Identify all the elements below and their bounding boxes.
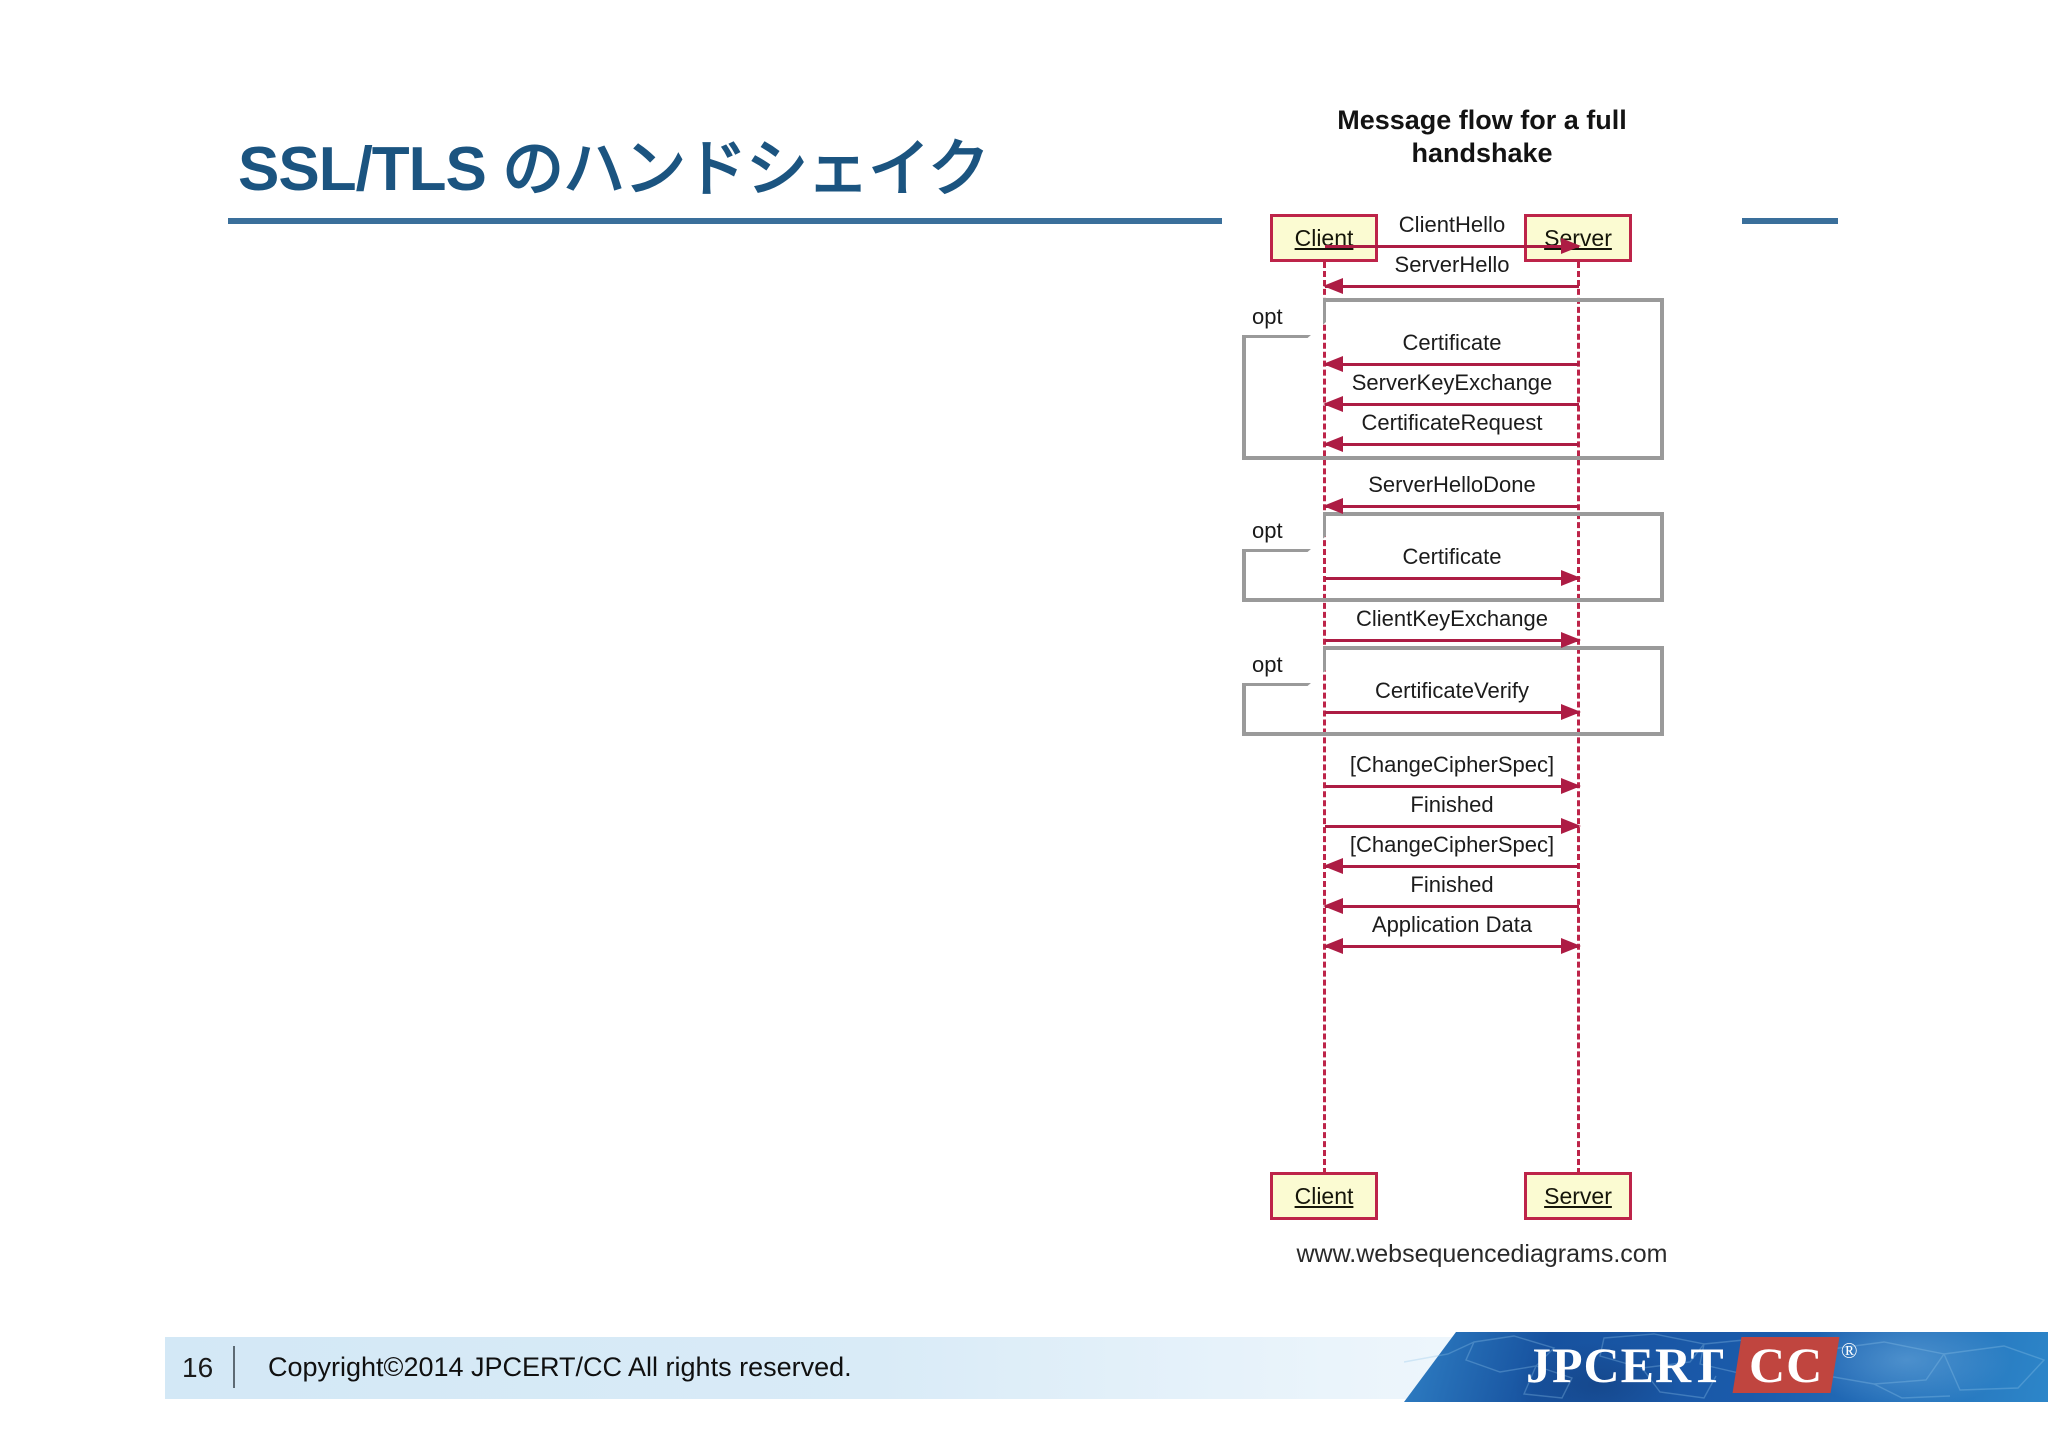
message-change-cipher-spec-server: [ChangeCipherSpec] [1323,832,1579,876]
jpcert-cc-logo: JPCERT CC ® [1404,1332,2048,1402]
message-label: ServerHello [1394,252,1510,277]
actor-server-bottom-label: Server [1544,1182,1612,1209]
page-number: 16 [182,1352,214,1383]
diagram-title: Message flow for a full handshake [1222,104,1742,170]
opt-fragment-2-tab: opt [1242,512,1326,552]
message-label: Application Data [1371,912,1533,937]
message-arrow [1325,238,1581,254]
message-finished-client: Finished [1325,792,1581,836]
message-application-data: Application Data [1323,912,1581,956]
message-label: [ChangeCipherSpec] [1349,752,1555,777]
footer-copyright: Copyright©2014 JPCERT/CC All rights rese… [268,1352,852,1382]
message-arrow [1323,498,1579,514]
message-label: ServerHelloDone [1368,472,1536,497]
message-arrow [1325,632,1581,648]
diagram-title-line-1: Message flow for a full [1337,105,1627,135]
actor-server-bottom: Server [1524,1172,1632,1220]
message-arrow [1325,818,1581,834]
message-client-hello: ClientHello [1325,212,1581,256]
actor-client-bottom-label: Client [1294,1182,1354,1209]
message-certificate-client: Certificate [1325,544,1581,588]
message-label: Certificate [1402,544,1502,569]
message-arrow [1323,898,1579,914]
message-label: CertificateRequest [1361,410,1543,435]
logo-wordmark: JPCERT CC ® [1526,1336,1858,1394]
logo-jpcert-text: JPCERT [1526,1337,1725,1393]
sequence-diagram: Message flow for a full handshake Client… [1222,100,1742,1310]
opt-fragment-2-label: opt [1252,517,1283,543]
opt-fragment-3-label: opt [1252,651,1283,677]
message-arrow [1325,778,1581,794]
message-finished-server: Finished [1323,872,1579,916]
registered-trademark-icon: ® [1840,1338,1858,1363]
message-server-hello: ServerHello [1323,252,1579,296]
title-underline-rule [228,218,1838,224]
opt-fragment-3-tab: opt [1242,646,1326,686]
message-arrow [1323,436,1579,452]
message-arrow [1323,278,1579,294]
message-arrow [1323,858,1579,874]
actor-client-top: Client [1270,214,1378,262]
actor-server-top: Server [1524,214,1632,262]
lifeline-client [1323,262,1326,1174]
diagram-source-credit: www.websequencediagrams.com [1296,1240,1668,1268]
message-client-key-exchange: ClientKeyExchange [1325,606,1581,650]
actor-client-bottom: Client [1270,1172,1378,1220]
message-label: ClientHello [1398,212,1506,237]
message-label: [ChangeCipherSpec] [1349,832,1555,857]
message-label: Finished [1410,872,1494,897]
message-arrow [1325,570,1581,586]
message-certificate-verify: CertificateVerify [1325,678,1581,722]
message-change-cipher-spec-client: [ChangeCipherSpec] [1325,752,1581,796]
logo-background [1404,1332,2048,1402]
message-server-hello-done: ServerHelloDone [1323,472,1579,516]
opt-fragment-1-tab: opt [1242,298,1326,338]
message-arrow [1325,704,1581,720]
message-server-key-exchange: ServerKeyExchange [1323,370,1579,414]
message-label: ServerKeyExchange [1351,370,1553,395]
opt-fragment-3: opt [1242,646,1664,736]
message-label: CertificateVerify [1374,678,1530,703]
message-arrow [1323,396,1579,412]
opt-fragment-2: opt [1242,512,1664,602]
message-certificate-request: CertificateRequest [1323,410,1579,454]
opt-fragment-1: opt [1242,298,1664,460]
page-title: SSL/TLS のハンドシェイク [238,135,990,204]
message-label: Certificate [1402,330,1502,355]
diagram-title-line-2: handshake [1411,137,1553,168]
message-arrow [1323,356,1579,372]
opt-fragment-1-label: opt [1252,303,1283,329]
logo-cc-text: CC [1748,1337,1823,1393]
message-arrow [1323,938,1581,954]
message-certificate-server: Certificate [1323,330,1579,374]
footer-divider [233,1346,235,1388]
message-label: ClientKeyExchange [1355,606,1548,631]
logo-cc-badge: CC [1732,1337,1840,1393]
message-label: Finished [1410,792,1494,817]
